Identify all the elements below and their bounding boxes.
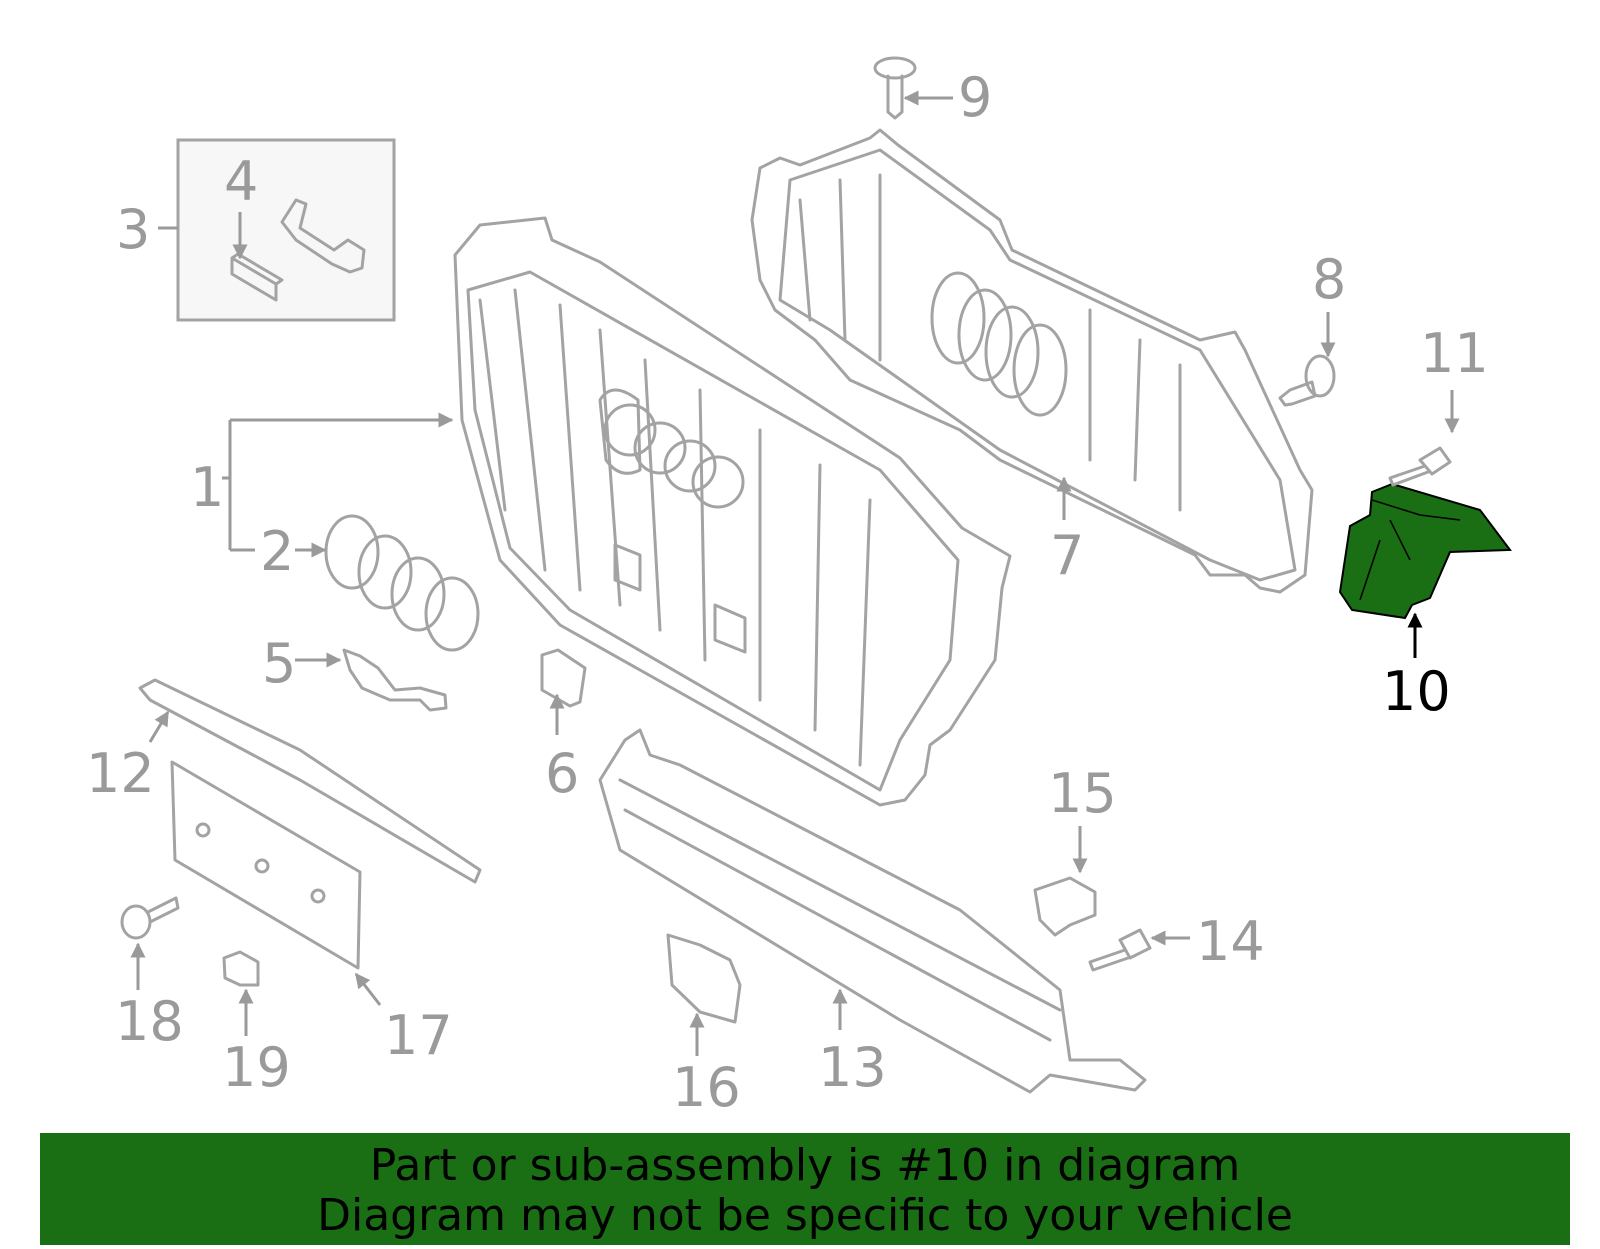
banner-line-2: Diagram may not be specific to your vehi… — [317, 1190, 1293, 1241]
leader-lines — [130, 90, 1460, 1056]
part-3-bracket-kit — [158, 138, 396, 322]
banner-line-1: Part or sub-assembly is #10 in diagram — [369, 1140, 1241, 1191]
part-16-bracket — [666, 933, 742, 1024]
callout-1: 1 — [190, 456, 224, 519]
callout-10: 10 — [1382, 660, 1451, 723]
callout-5: 5 — [262, 632, 296, 695]
part-2-emblem — [324, 514, 480, 652]
part-9-screw — [873, 56, 917, 120]
part-18-screw — [120, 896, 180, 940]
callout-8: 8 — [1312, 248, 1346, 311]
callout-3: 3 — [116, 198, 150, 261]
part-5-bracket — [342, 648, 448, 712]
part-13-lower-grille — [598, 728, 1147, 1094]
callout-2: 2 — [260, 520, 294, 583]
callout-18: 18 — [115, 990, 184, 1053]
part-6-clip — [540, 648, 587, 708]
callout-13: 13 — [818, 1036, 887, 1099]
callout-14: 14 — [1196, 910, 1265, 973]
callout-15: 15 — [1048, 762, 1117, 825]
part-7-grille-support — [750, 128, 1314, 594]
callout-9: 9 — [958, 66, 992, 129]
callout-16: 16 — [672, 1056, 741, 1119]
part-12-trim — [138, 678, 482, 884]
callout-7: 7 — [1050, 524, 1084, 587]
part-15-grommet — [1033, 876, 1097, 937]
part-10-highlighted — [1338, 482, 1512, 620]
callout-4: 4 — [224, 150, 258, 213]
part-19-clip — [222, 950, 260, 987]
callout-11: 11 — [1420, 322, 1489, 385]
callout-6: 6 — [545, 742, 579, 805]
part-14-bolt — [1088, 928, 1152, 972]
callout-19: 19 — [222, 1036, 291, 1099]
part-11-bolt — [1388, 446, 1452, 487]
callout-12: 12 — [86, 742, 155, 805]
part-8-bolt — [1278, 354, 1336, 407]
part-1-grille — [453, 216, 1012, 807]
callout-17: 17 — [384, 1004, 453, 1067]
part-17-plate-bracket — [170, 760, 362, 970]
info-banner: Part or sub-assembly is #10 in diagram D… — [40, 1133, 1570, 1245]
